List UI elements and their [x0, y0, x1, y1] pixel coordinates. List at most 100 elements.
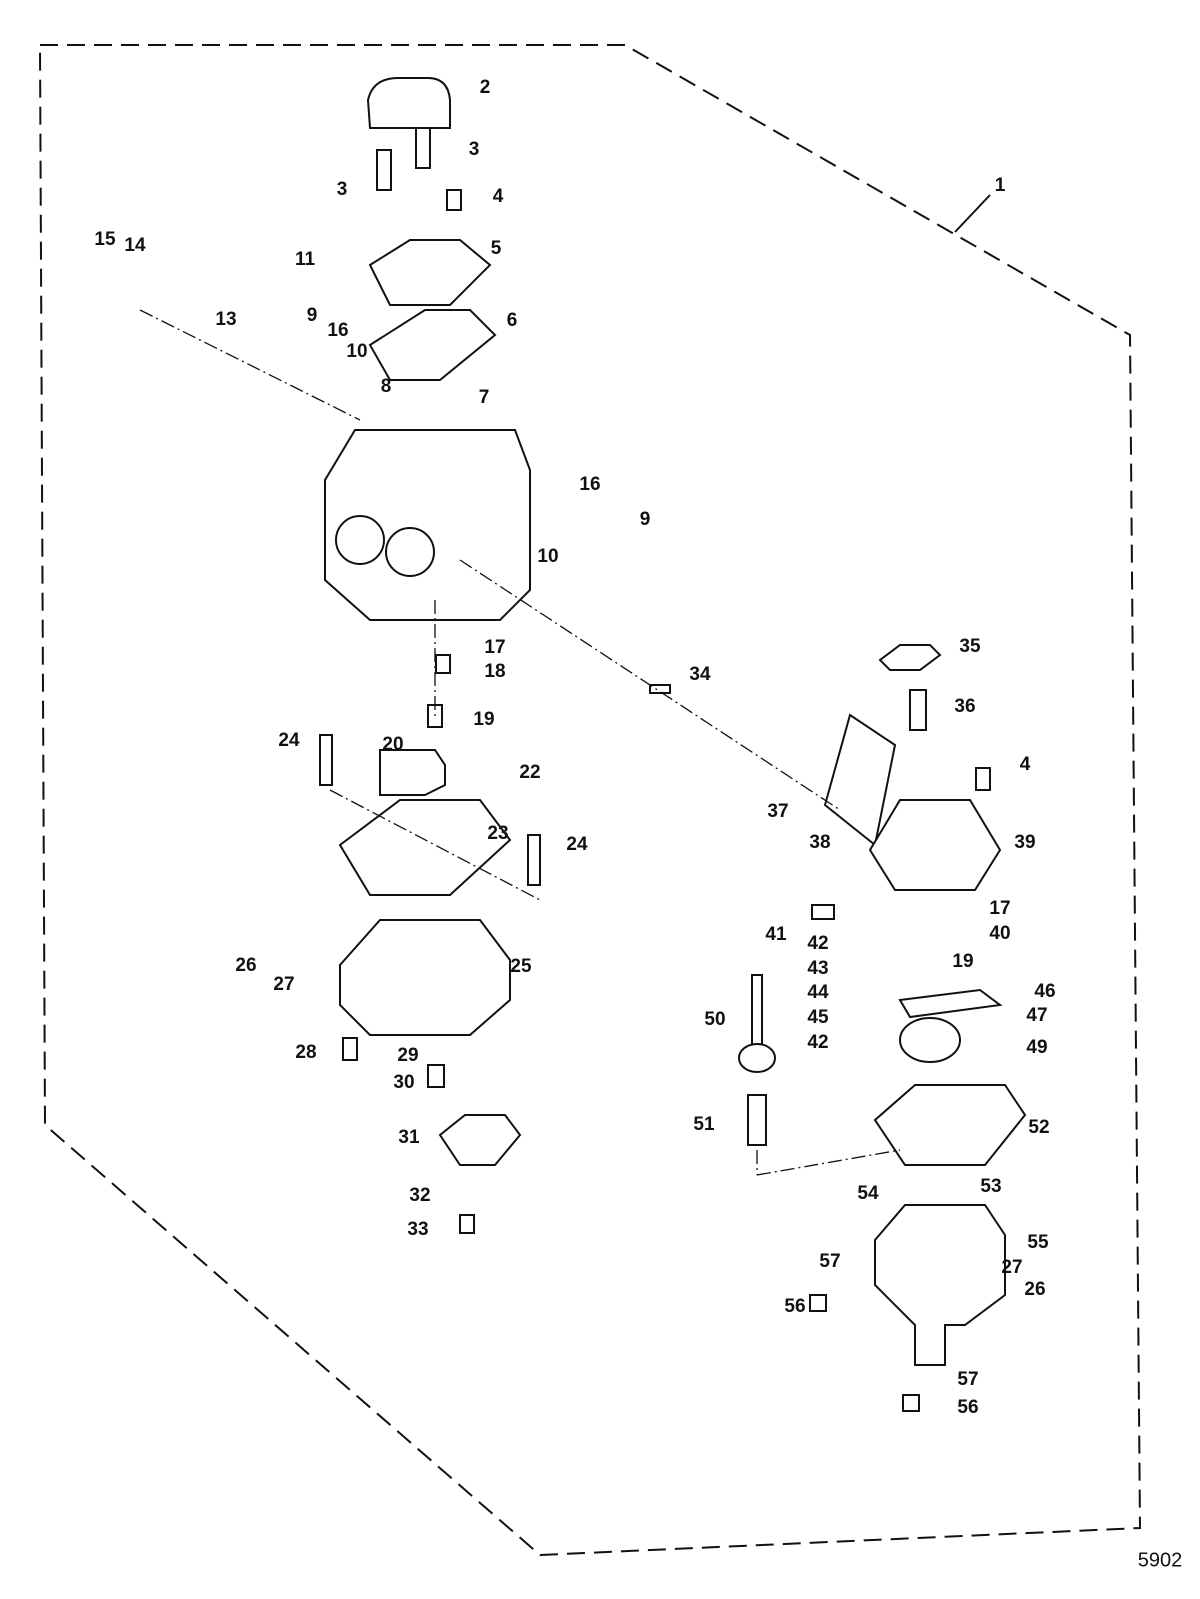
throat	[385, 527, 435, 577]
part-4-fitting	[975, 767, 991, 791]
assembly-line	[459, 559, 841, 811]
callout-34: 34	[689, 664, 711, 685]
part-36	[909, 689, 927, 731]
callout-32: 32	[409, 1185, 431, 1206]
callout-3: 3	[336, 179, 348, 200]
callout-25: 25	[510, 956, 532, 977]
callout-1: 1	[994, 175, 1006, 196]
part-24-pin	[319, 734, 333, 786]
callout-29: 29	[397, 1045, 419, 1066]
callout-6: 6	[506, 310, 518, 331]
callout-56: 56	[957, 1397, 979, 1418]
callout-17: 17	[484, 637, 506, 658]
part-3-pin	[376, 149, 392, 191]
callout-20: 20	[382, 734, 404, 755]
callout-27: 27	[273, 974, 295, 995]
callout-8: 8	[380, 376, 392, 397]
assembly-line	[139, 309, 361, 421]
callout-51: 51	[693, 1114, 715, 1135]
part-39-pump-body	[868, 799, 1002, 891]
callout-56: 56	[784, 1296, 806, 1317]
callout-10: 10	[537, 546, 559, 567]
assembly-line	[756, 1149, 901, 1176]
callout-47: 47	[1026, 1005, 1048, 1026]
callout-42: 42	[807, 933, 829, 954]
part-20-float	[379, 749, 446, 796]
part-3-pin	[415, 127, 431, 169]
callout-36: 36	[954, 696, 976, 717]
callout-43: 43	[807, 958, 829, 979]
callout-7: 7	[478, 387, 490, 408]
callout-3: 3	[468, 139, 480, 160]
callout-2: 2	[479, 77, 491, 98]
callout-26: 26	[235, 955, 257, 976]
callout-41: 41	[765, 924, 787, 945]
part-37-plate	[823, 713, 897, 847]
part-6-gasket	[368, 309, 497, 381]
callout-35: 35	[959, 636, 981, 657]
part-4-fitting	[446, 189, 462, 211]
part-28	[342, 1037, 358, 1061]
callout-16: 16	[327, 320, 349, 341]
callout-42: 42	[807, 1032, 829, 1053]
callout-14: 14	[124, 235, 146, 256]
callout-30: 30	[393, 1072, 415, 1093]
callout-9: 9	[306, 305, 318, 326]
part-35	[878, 644, 942, 671]
part-50-head	[738, 1043, 776, 1073]
callout-55: 55	[1027, 1232, 1049, 1253]
part-18	[435, 654, 451, 674]
callout-15: 15	[94, 229, 116, 250]
callout-53: 53	[980, 1176, 1002, 1197]
callout-31: 31	[398, 1127, 420, 1148]
callout-37: 37	[767, 801, 789, 822]
callout-57: 57	[957, 1369, 979, 1390]
part-23-gasket	[338, 799, 512, 896]
callout-27: 27	[1001, 1257, 1023, 1278]
callout-19: 19	[952, 951, 974, 972]
callout-49: 49	[1026, 1037, 1048, 1058]
part-carburetor-body	[324, 429, 531, 621]
part-50-needle	[751, 974, 763, 1051]
callout-24: 24	[566, 834, 588, 855]
callout-45: 45	[807, 1007, 829, 1028]
callout-57: 57	[819, 1251, 841, 1272]
part-56	[902, 1394, 920, 1412]
callout-28: 28	[295, 1042, 317, 1063]
part-24-pin	[527, 834, 541, 886]
callout-44: 44	[807, 982, 829, 1003]
part-51-spring	[747, 1094, 767, 1146]
leader-1	[954, 194, 991, 233]
assembly-boundary	[38, 44, 1142, 1557]
callout-26: 26	[1024, 1279, 1046, 1300]
part-55-housing	[874, 1204, 1006, 1366]
callout-13: 13	[215, 309, 237, 330]
callout-23: 23	[487, 823, 509, 844]
callout-24: 24	[278, 730, 300, 751]
part-52-gasket	[873, 1084, 1027, 1166]
callout-33: 33	[407, 1219, 429, 1240]
part-2-cover	[366, 77, 451, 129]
callout-22: 22	[519, 762, 541, 783]
callout-11: 11	[294, 249, 316, 270]
part-30	[427, 1064, 445, 1088]
callout-40: 40	[989, 923, 1011, 944]
part-5-cover	[368, 239, 492, 306]
callout-46: 46	[1034, 981, 1056, 1002]
callout-16: 16	[579, 474, 601, 495]
part-49-float	[899, 1017, 961, 1063]
callout-50: 50	[704, 1009, 726, 1030]
callout-18: 18	[484, 661, 506, 682]
throat	[335, 515, 385, 565]
part-41	[811, 904, 835, 920]
part-25-float-bowl	[339, 919, 511, 1036]
callout-4: 4	[1019, 754, 1031, 775]
callout-19: 19	[473, 709, 495, 730]
callout-17: 17	[989, 898, 1011, 919]
callout-9: 9	[639, 509, 651, 530]
part-34	[649, 684, 671, 694]
callout-54: 54	[857, 1183, 879, 1204]
figure-number: 5902	[1137, 1549, 1183, 1572]
callout-4: 4	[492, 186, 504, 207]
